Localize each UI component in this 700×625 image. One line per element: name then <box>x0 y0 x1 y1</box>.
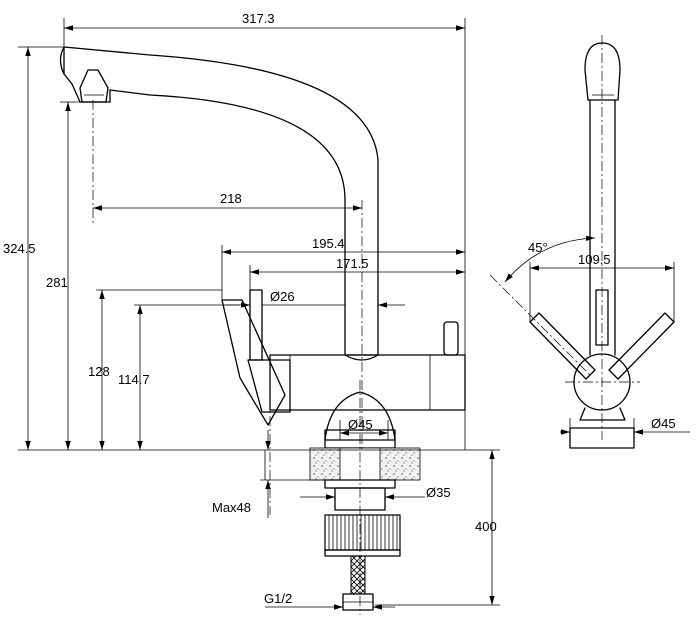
dim-max-worktop: Max48 <box>212 500 251 515</box>
side-lever-stem <box>595 289 609 346</box>
fixing-nut <box>324 514 401 551</box>
spout-outline <box>63 46 379 356</box>
side-base <box>579 407 626 421</box>
dim-spout-reach: 218 <box>220 191 242 206</box>
dim-spout-height: 281 <box>46 275 68 290</box>
dim-overall-height: 324.5 <box>3 241 36 256</box>
dim-handle-diameter: Ø26 <box>270 289 295 304</box>
faucet-body <box>269 354 466 411</box>
lever-stem <box>249 289 263 361</box>
dim-thread: G1/2 <box>264 591 292 606</box>
dim-lever-angle: 45° <box>528 240 548 255</box>
side-lever-right <box>608 312 675 380</box>
front-dimensions: 317.3 324.5 281 218 195.4 171.5 Ø26 128 <box>3 11 500 610</box>
side-dimensions: 45° 109.5 Ø45 <box>504 235 690 440</box>
lever-handle <box>221 299 286 426</box>
dim-lever-height-b: 114.7 <box>118 372 150 387</box>
spout-nozzle <box>79 69 109 103</box>
dim-side-base-diameter: Ø45 <box>651 416 676 431</box>
side-lever-left <box>529 312 596 380</box>
dim-body-length-a: 195.4 <box>312 236 345 251</box>
faucet-front-view <box>59 46 466 611</box>
supply-hose <box>350 555 366 595</box>
dim-hose-length: 400 <box>475 519 497 534</box>
dim-overall-width: 317.3 <box>242 11 275 26</box>
dim-base-diameter: Ø45 <box>348 417 373 432</box>
side-spout-top <box>584 42 621 101</box>
dim-lever-height-a: 128 <box>88 364 110 379</box>
spout-end-cap <box>59 46 65 75</box>
faucet-side-view <box>489 35 675 449</box>
right-knob <box>443 321 459 356</box>
dim-lever-span: 109.5 <box>578 252 611 267</box>
dim-body-length-b: 171.5 <box>336 256 369 271</box>
dim-shank-diameter: Ø35 <box>426 485 451 500</box>
base-flange <box>324 391 396 441</box>
lever-collar <box>247 359 291 413</box>
